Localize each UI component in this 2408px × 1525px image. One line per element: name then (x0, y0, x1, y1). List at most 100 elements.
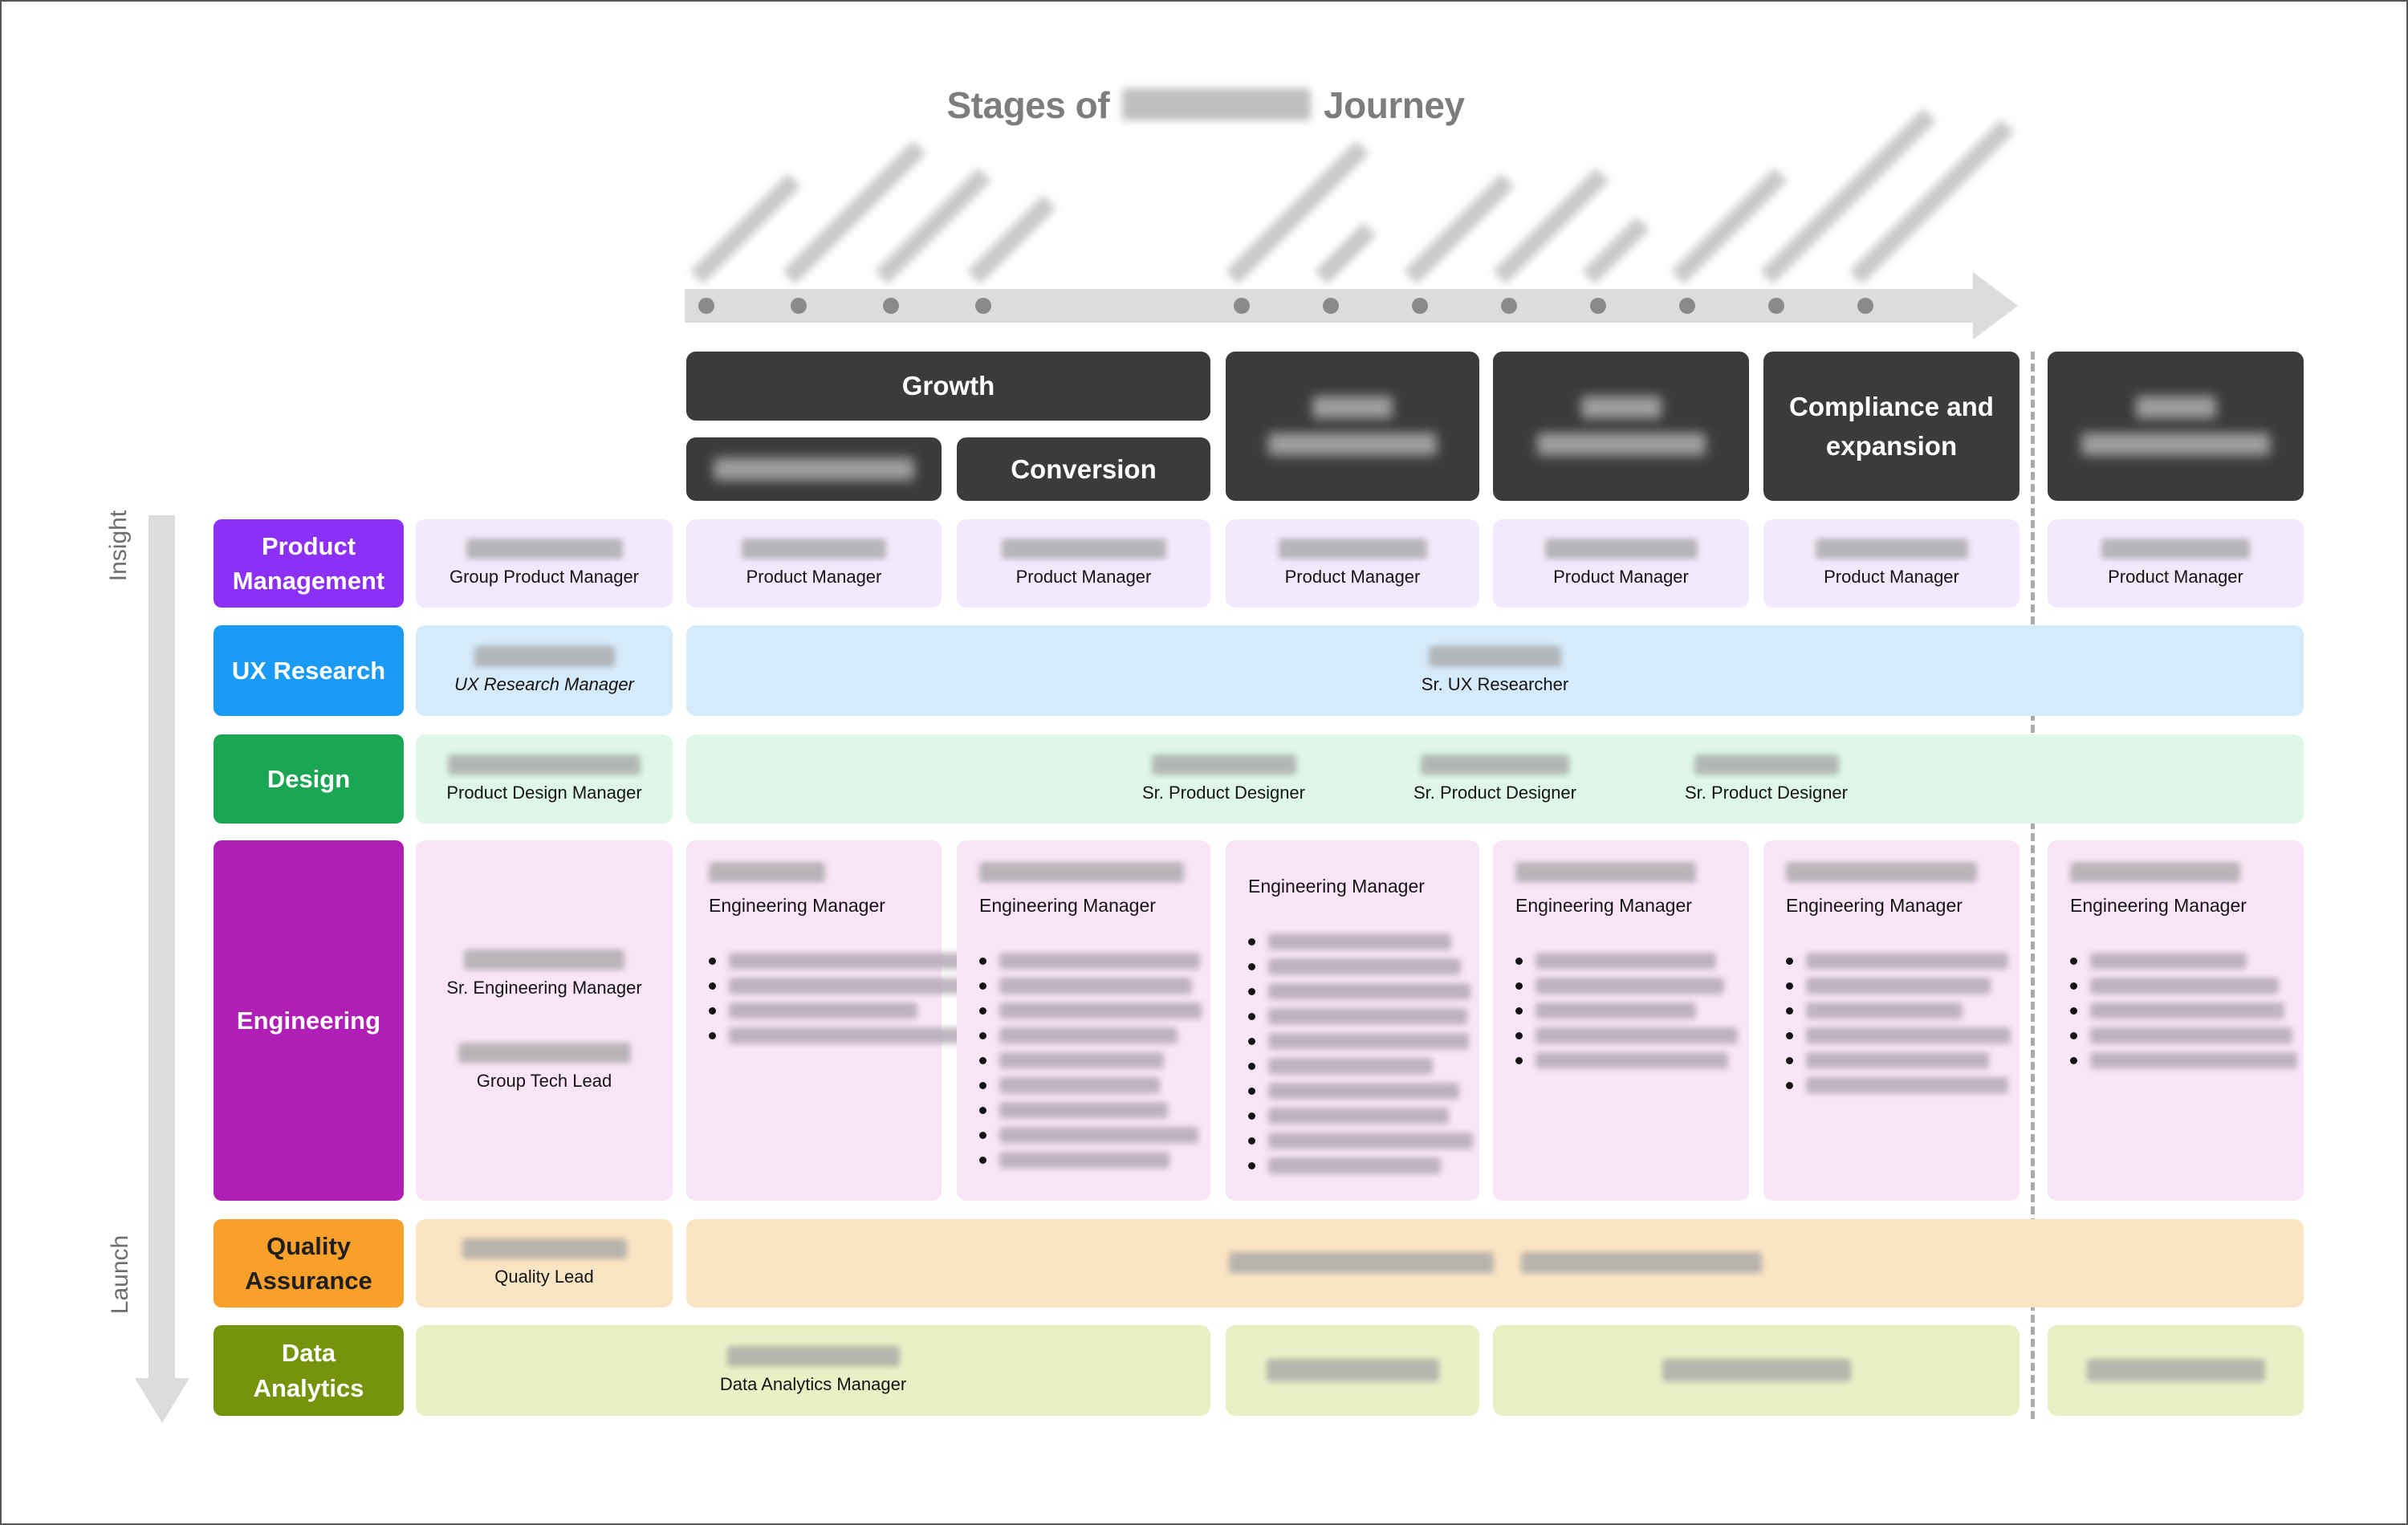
timeline-dot (1412, 298, 1428, 314)
redacted-name (1001, 539, 1166, 559)
data-cell (2048, 1325, 2304, 1416)
design-cell-span: Sr. Product Designer Sr. Product Designe… (686, 734, 2304, 824)
redacted-bullet-list (1786, 949, 2011, 1098)
redacted-name (1278, 539, 1427, 559)
role-title: Engineering Manager (709, 895, 885, 916)
redacted-name (2070, 863, 2240, 882)
row-label-quality-assurance: Quality Assurance (214, 1219, 404, 1307)
pm-cell: Product Manager (957, 519, 1210, 608)
role-title: Group Product Manager (449, 567, 640, 587)
eng-cell: Engineering Manager (1493, 840, 1749, 1201)
design-member: Sr. Product Designer (1631, 754, 1902, 803)
timeline-dot (791, 298, 807, 314)
redacted-timeline-label (1849, 119, 2015, 284)
redacted-name (448, 754, 641, 775)
stage-header-compliance: Compliance and expansion (1763, 352, 2020, 501)
data-cell-span (1493, 1325, 2020, 1416)
eng-cell: Engineering Manager (957, 840, 1210, 1201)
role-title: Sr. UX Researcher (1421, 673, 1569, 694)
redacted-bullet-list (1515, 949, 1738, 1073)
ux-cell-lead: UX Research Manager (416, 625, 673, 716)
stage-subheader-conversion-label: Conversion (1011, 453, 1157, 484)
role-title: Engineering Manager (1515, 895, 1692, 916)
role-title: Data Analytics Manager (719, 1373, 907, 1394)
redacted-timeline-label (1760, 108, 1936, 284)
role-title: Product Manager (1553, 567, 1689, 587)
redacted-timeline-label (1582, 217, 1649, 284)
redacted-name (2101, 539, 2250, 559)
timeline-dot (883, 298, 899, 314)
role-title: Sr. Product Designer (1685, 782, 1848, 803)
role-title: Sr. Product Designer (1142, 782, 1305, 803)
redacted-name (1266, 1359, 1439, 1382)
redacted-name (1228, 1253, 1494, 1274)
redacted-timeline-label (690, 173, 801, 284)
row-label-engineering: Engineering (214, 840, 404, 1201)
role-title: Product Manager (1284, 567, 1421, 587)
timeline-dot (1768, 298, 1784, 314)
redacted-name (979, 863, 1184, 882)
redacted-header-text (1312, 396, 1393, 419)
role-title: Product Manager (2108, 567, 2243, 587)
role-title: Product Manager (746, 567, 882, 587)
axis-label-insight: Insight (105, 510, 132, 582)
role-title: Product Manager (1015, 567, 1152, 587)
future-stage-divider (2031, 352, 2035, 1419)
eng-cell: Engineering Manager (686, 840, 976, 1201)
pm-cell: Product Manager (1493, 519, 1749, 608)
eng-cell: Engineering Manager (2048, 840, 2304, 1201)
redacted-name (1694, 754, 1839, 775)
redacted-bullet-list (979, 949, 1202, 1173)
row-label-ux-research: UX Research (214, 625, 404, 716)
redacted-name (1421, 754, 1569, 775)
timeline-dot (1501, 298, 1517, 314)
pm-cell: Product Manager (686, 519, 942, 608)
redacted-name (1786, 863, 1977, 882)
data-cell (1226, 1325, 1479, 1416)
redacted-name (1520, 1253, 1762, 1274)
redacted-subheader-text (714, 458, 914, 481)
role-title: Engineering Manager (1248, 876, 1425, 897)
stage-header-redacted-3 (1226, 352, 1479, 501)
design-member: Sr. Product Designer (1360, 754, 1631, 803)
pm-cell: Product Manager (2048, 519, 2304, 608)
redacted-name (1815, 539, 1968, 559)
pm-cell: Product Manager (1763, 519, 2020, 608)
eng-cell: Engineering Manager (1763, 840, 2020, 1201)
process-arrow-bar (148, 515, 175, 1378)
redacted-name (1544, 539, 1698, 559)
role-title: Engineering Manager (2070, 895, 2247, 916)
qa-cell-lead: Quality Lead (416, 1219, 673, 1307)
redacted-name (474, 646, 615, 666)
ux-cell-span: Sr. UX Researcher (686, 625, 2304, 716)
redacted-name (709, 863, 825, 882)
eng-lead-2: Group Tech Lead (458, 1043, 631, 1092)
role-title: Engineering Manager (979, 895, 1156, 916)
stage-subheader-conversion: Conversion (957, 437, 1210, 501)
redacted-bullet-list (709, 949, 976, 1048)
redacted-name (726, 1346, 900, 1366)
stage-header-growth: Growth (686, 352, 1210, 421)
data-cell-lead: Data Analytics Manager (416, 1325, 1210, 1416)
stage-header-redacted-6 (2048, 352, 2304, 501)
stage-header-compliance-label: Compliance and expansion (1789, 391, 1994, 462)
role-title: Product Manager (1824, 567, 1959, 587)
pm-cell: Product Manager (1226, 519, 1479, 608)
role-title: Product Design Manager (446, 782, 642, 803)
role-title: Sr. Engineering Manager (446, 977, 642, 998)
pm-cell-lead: Group Product Manager (416, 519, 673, 608)
redacted-name (1429, 646, 1561, 666)
title-suffix: Journey (1324, 84, 1465, 126)
redacted-name (462, 1239, 627, 1259)
qa-cell-span (686, 1219, 2304, 1307)
role-title: Quality Lead (494, 1267, 594, 1287)
role-title: Engineering Manager (1786, 895, 1963, 916)
redacted-header-text (1268, 433, 1437, 456)
stage-header-redacted-4 (1493, 352, 1749, 501)
redacted-timeline-label (967, 195, 1056, 284)
eng-lead-1: Sr. Engineering Manager (446, 950, 642, 998)
timeline-dot (1857, 298, 1873, 314)
redacted-name (1515, 863, 1696, 882)
redacted-name (464, 950, 624, 970)
row-label-product-management: Product Management (214, 519, 404, 608)
